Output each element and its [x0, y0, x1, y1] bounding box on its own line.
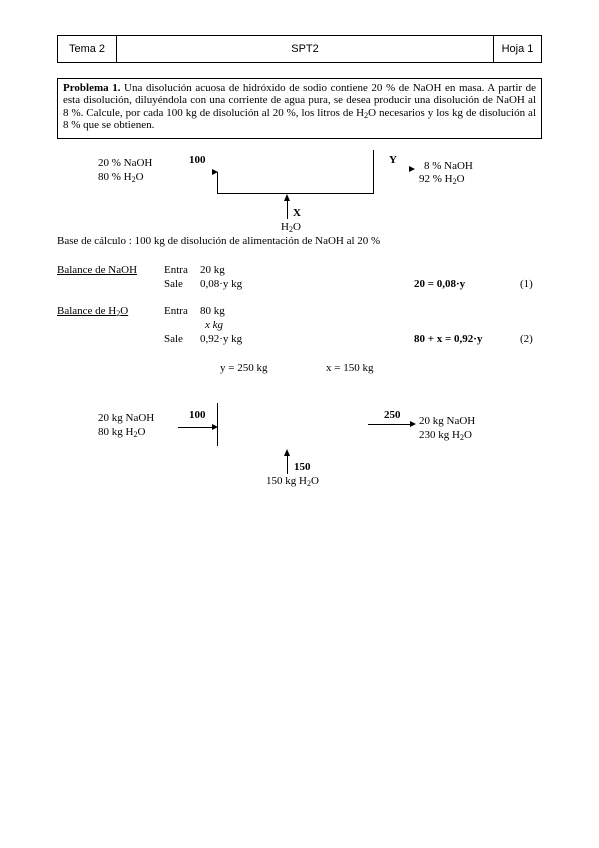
balance-h2o-title: Balance de H2O [57, 305, 129, 318]
water2-line [287, 455, 288, 474]
equation-1: 20 = 0,08·y [414, 278, 466, 290]
water-line [287, 200, 288, 219]
feed-arrow-icon [212, 169, 218, 175]
problem-label: Problema 1. [63, 82, 121, 94]
header-tema: Tema 2 [68, 43, 106, 55]
equation-2: 80 + x = 0,92·y [414, 333, 483, 345]
feed-h2o-label: 80 % H2O [98, 171, 144, 184]
header-divider [493, 36, 494, 62]
water-stream-label: X [293, 207, 301, 219]
balance-naoh-title: Balance de NaOH [57, 264, 138, 276]
header-hoja: Hoja 1 [501, 43, 534, 55]
header-divider [116, 36, 117, 62]
water2-arrow-icon [284, 449, 290, 456]
equation-1-number: (1) [520, 278, 533, 290]
feed2-arrow-icon [212, 424, 218, 430]
product-stream-label: Y [389, 154, 397, 166]
balance-naoh-entra-label: Entra [164, 264, 188, 276]
product-h2o-label: 92 % H2O [419, 173, 465, 186]
feed2-stream-value: 100 [189, 409, 206, 421]
calculation-basis: Base de cálculo : 100 kg de disolución d… [57, 235, 381, 247]
product2-naoh-label: 20 kg NaOH [419, 415, 476, 427]
feed2-naoh-label: 20 kg NaOH [98, 412, 155, 424]
header-table: Tema 2 SPT2 Hoja 1 [57, 35, 542, 63]
balance-h2o-sale-value: 0,92·y kg [200, 333, 243, 345]
product2-stream-value: 250 [384, 409, 401, 421]
water-arrow-icon [284, 194, 290, 201]
mixer2-line [217, 403, 218, 446]
product2-line [368, 424, 410, 425]
mixer-right-line [373, 150, 374, 194]
water2-stream-value: 150 [294, 461, 311, 473]
water2-formula: 150 kg H2O [266, 475, 319, 488]
equation-2-number: (2) [520, 333, 533, 345]
mixer-left-line [217, 172, 218, 193]
feed-stream-value: 100 [189, 154, 206, 166]
balance-h2o-entra-value: 80 kg [200, 305, 225, 317]
problem-text: Una disolución acuosa de hidróxido de so… [63, 82, 537, 119]
balance-naoh-sale-value: 0,08·y kg [200, 278, 243, 290]
product2-arrow-icon [410, 421, 416, 427]
product-arrow-icon [409, 166, 415, 172]
result-x: x = 150 kg [326, 362, 374, 374]
result-y: y = 250 kg [220, 362, 268, 374]
product-naoh-label: 8 % NaOH [424, 160, 473, 172]
product2-h2o-label: 230 kg H2O [419, 429, 472, 442]
problem-sub: 2 [364, 110, 369, 120]
balance-h2o-entra-x: x kg [205, 319, 224, 331]
problem-text-end: O necesarios y los kg de disolución al 8… [63, 106, 536, 131]
feed2-line [178, 427, 212, 428]
balance-h2o-sale-label: Sale [164, 333, 183, 345]
mixer-bottom-line [217, 193, 373, 194]
balance-naoh-entra-value: 20 kg [200, 264, 225, 276]
header-title: SPT2 [291, 43, 319, 55]
feed-naoh-label: 20 % NaOH [98, 157, 153, 169]
water-formula: H2O [281, 221, 301, 234]
problem-statement: Problema 1. Una disolución acuosa de hid… [57, 78, 542, 139]
balance-h2o-entra-label: Entra [164, 305, 188, 317]
feed2-h2o-label: 80 kg H2O [98, 426, 146, 439]
balance-naoh-sale-label: Sale [164, 278, 183, 290]
